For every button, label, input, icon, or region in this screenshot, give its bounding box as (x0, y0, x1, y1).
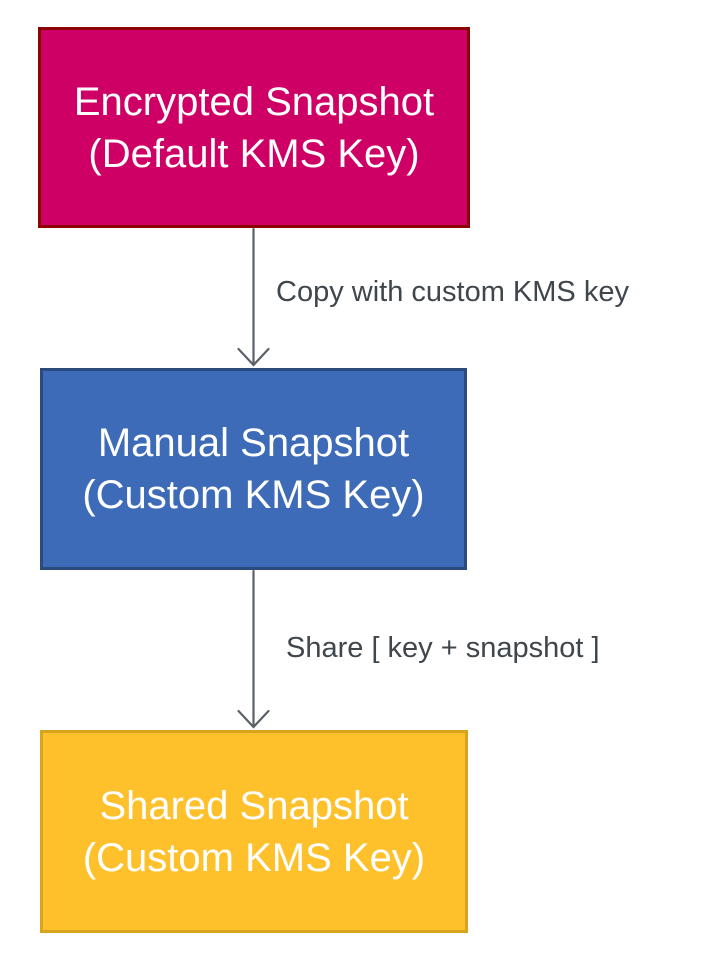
node-manual-snapshot-line2: (Custom KMS Key) (82, 473, 425, 517)
node-shared-snapshot-line1: Shared Snapshot (99, 783, 409, 828)
node-manual-snapshot-line1: Manual Snapshot (97, 421, 410, 465)
edge-share-arrow (237, 569, 270, 729)
edge-share-arrowhead-icon (237, 709, 270, 729)
node-encrypted-snapshot-line1: Encrypted Snapshot (73, 79, 435, 124)
edge-label-share: Share [ key + snapshot ] (286, 632, 600, 664)
node-encrypted-snapshot-line2: (Default KMS Key) (88, 131, 420, 176)
node-encrypted-snapshot: Encrypted Snapshot (Default KMS Key) (38, 27, 470, 228)
node-shared-snapshot: Shared Snapshot (Custom KMS Key) (40, 730, 468, 933)
edge-copy-arrowhead-icon (237, 347, 270, 367)
node-shared-snapshot-line2: (Custom KMS Key) (82, 835, 426, 880)
edge-label-copy: Copy with custom KMS key (276, 276, 629, 308)
node-manual-snapshot: Manual Snapshot (Custom KMS Key) (40, 368, 467, 570)
edge-copy-arrow (237, 227, 270, 367)
